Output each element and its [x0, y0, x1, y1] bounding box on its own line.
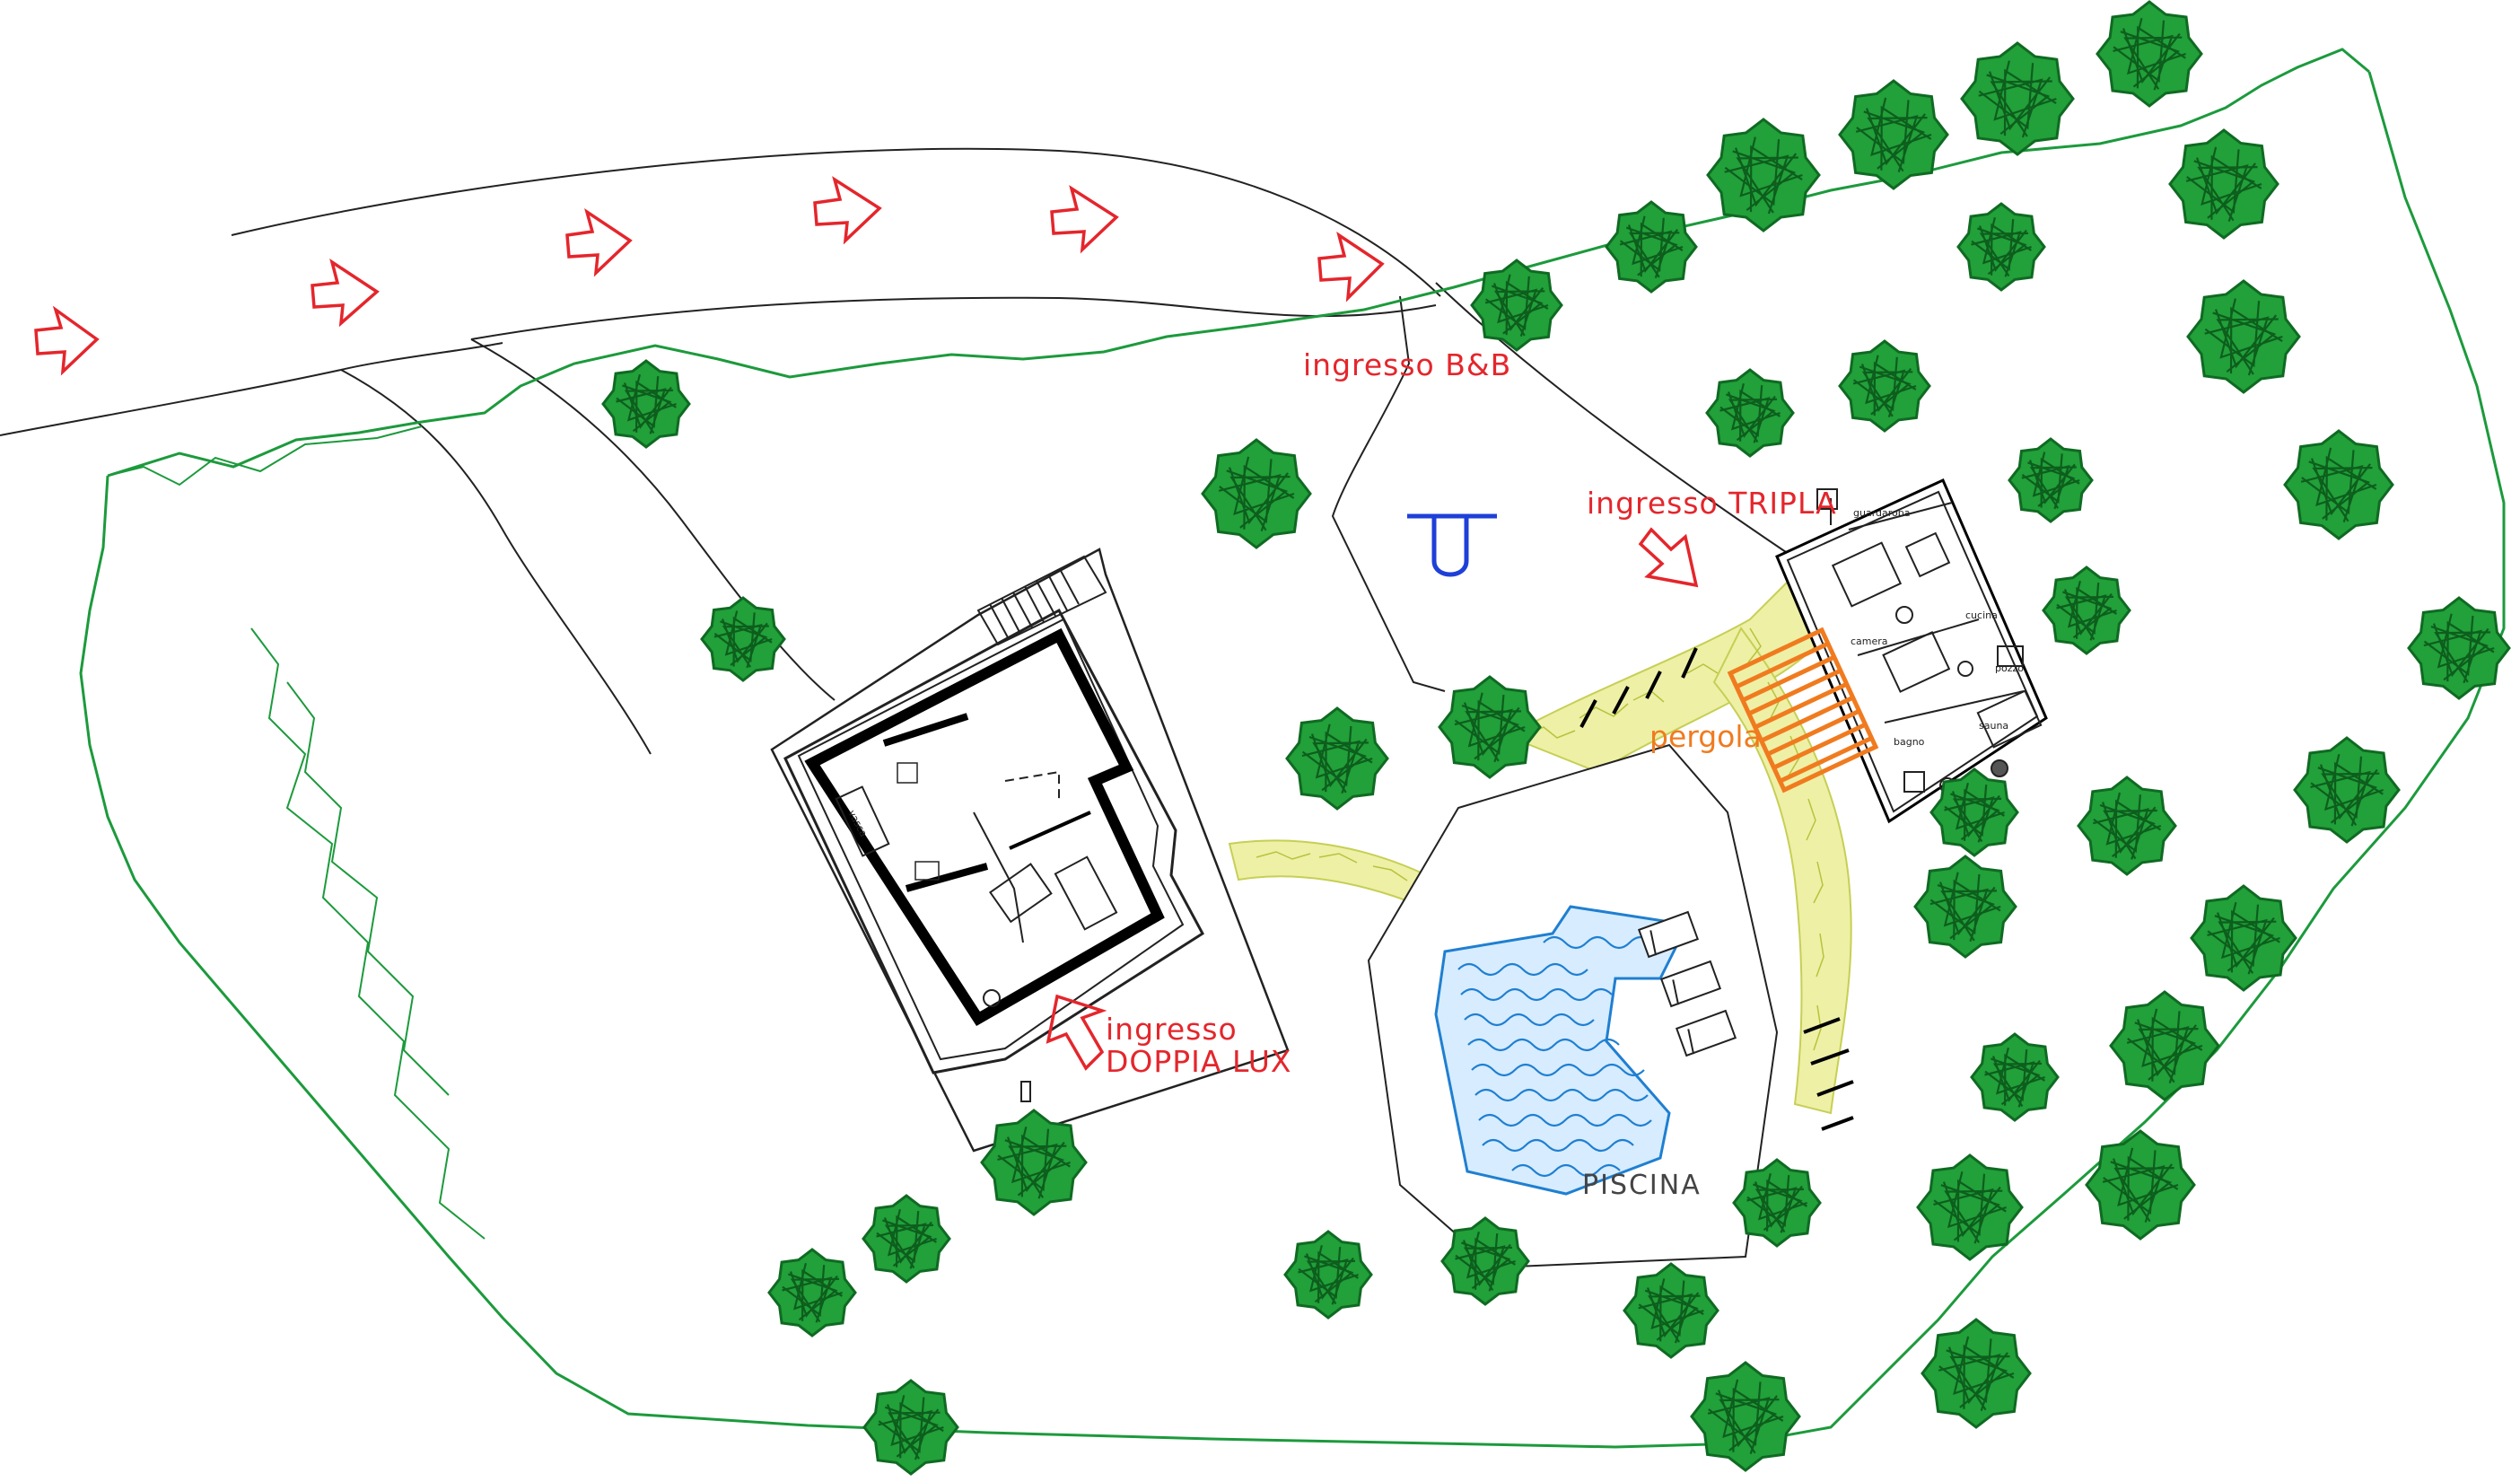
arrow-right-outline-icon: [565, 207, 633, 277]
tree-canopy-icon: [601, 359, 691, 449]
tree-canopy-icon: [1605, 200, 1698, 294]
flow-arrows: [34, 176, 1385, 376]
arrow-outline-icon: [1046, 994, 1107, 1071]
label-ingresso-bb: ingresso B&B: [1303, 347, 1511, 382]
room-label-pozzo: pozzo: [1995, 662, 2024, 674]
sun-lounger-icon: [1675, 1009, 1737, 1057]
tree-canopy-icon: [2008, 437, 2094, 523]
sun-lounger-icon: [1659, 960, 1722, 1008]
arrow-right-outline-icon: [1317, 231, 1385, 303]
tree-canopy-icon: [1201, 438, 1312, 549]
sun-loungers: [1637, 910, 1737, 1057]
tree-canopy-icon: [1921, 1318, 2032, 1429]
tree-canopy-icon: [2283, 429, 2394, 540]
tree-canopy-icon: [2186, 279, 2301, 394]
pool-water-pattern: [1457, 935, 1674, 1178]
entrance-arrows: [1046, 527, 1699, 1071]
room-label-bagno: bagno: [1894, 736, 1925, 748]
tree-canopy-icon: [2293, 736, 2401, 844]
tree-canopy-icon: [1929, 767, 2019, 857]
pergola-structure: [1727, 627, 1879, 794]
tree-canopy-icon: [980, 1109, 1088, 1216]
tree-canopy-icon: [1838, 79, 1949, 190]
arrow-right-outline-icon: [813, 176, 882, 245]
room-label-camera: camera: [1851, 636, 1888, 647]
room-label-guardaroba: guardaroba: [1853, 507, 1910, 519]
arrow-right-outline-icon: [311, 259, 380, 328]
tree-canopy-icon: [1285, 706, 1389, 811]
pool: [1434, 905, 1690, 1196]
outdoor-shower-icon: [1407, 513, 1497, 577]
tree-canopy-icon: [1438, 675, 1542, 779]
tree-canopy-icon: [1440, 1216, 1530, 1306]
tree-canopy-icon: [1732, 1158, 1822, 1248]
access-road: [0, 147, 1787, 755]
tree-canopy-icon: [1706, 118, 1821, 232]
arrow-outline-icon: [1638, 527, 1699, 588]
tree-canopy-icon: [1283, 1230, 1373, 1320]
label-ingresso-tripla: ingresso TRIPLA: [1587, 486, 1837, 521]
tree-canopy-icon: [1838, 339, 1931, 433]
paving-marks: [1579, 647, 1854, 1131]
tree-canopy-icon: [700, 596, 786, 682]
property-boundary: [79, 48, 2506, 1449]
tree-canopy-icon: [1705, 368, 1795, 458]
tree-canopy-icon: [2085, 1129, 2196, 1241]
room-label-sauna: sauna: [1979, 720, 2008, 732]
tree-canopy-icon: [1916, 1153, 2024, 1261]
tree-canopy-icon: [1470, 259, 1563, 352]
room-label-cucina: cucina: [1965, 609, 1998, 621]
label-doppia-lux: DOPPIA LUX: [1106, 1044, 1291, 1079]
tree-canopy-icon: [2168, 128, 2279, 240]
tree-canopy-icon: [767, 1248, 857, 1337]
tree-canopy-icon: [1623, 1262, 1719, 1359]
tree-canopy-icon: [862, 1379, 959, 1476]
tree-canopy-icon: [2077, 776, 2177, 876]
tree-canopy-icon: [1913, 855, 2017, 959]
label-piscina: PISCINA: [1582, 1170, 1702, 1201]
label-pergola: pergola: [1649, 719, 1762, 754]
arrow-right-outline-icon: [34, 305, 100, 376]
tree-canopy-icon: [2190, 884, 2297, 992]
building-doppia-lux: vasca: [770, 548, 1290, 1153]
label-ingresso-doppia: ingresso: [1106, 1012, 1238, 1047]
arrow-right-outline-icon: [1050, 185, 1119, 254]
tree-canopy-icon: [1960, 41, 2075, 156]
sun-lounger-icon: [1637, 910, 1700, 959]
tree-canopy-icon: [1690, 1361, 1801, 1472]
tree-canopy-icon: [1956, 202, 2046, 292]
tree-canopy-icon: [862, 1194, 951, 1284]
tree-canopy-icon: [2407, 596, 2511, 700]
tree-canopy-icon: [2042, 566, 2131, 655]
tree-canopy-icon: [1970, 1032, 2060, 1122]
tree-canopy-icon: [2096, 0, 2203, 108]
trees: [601, 0, 2511, 1476]
tree-canopy-icon: [2109, 990, 2220, 1101]
